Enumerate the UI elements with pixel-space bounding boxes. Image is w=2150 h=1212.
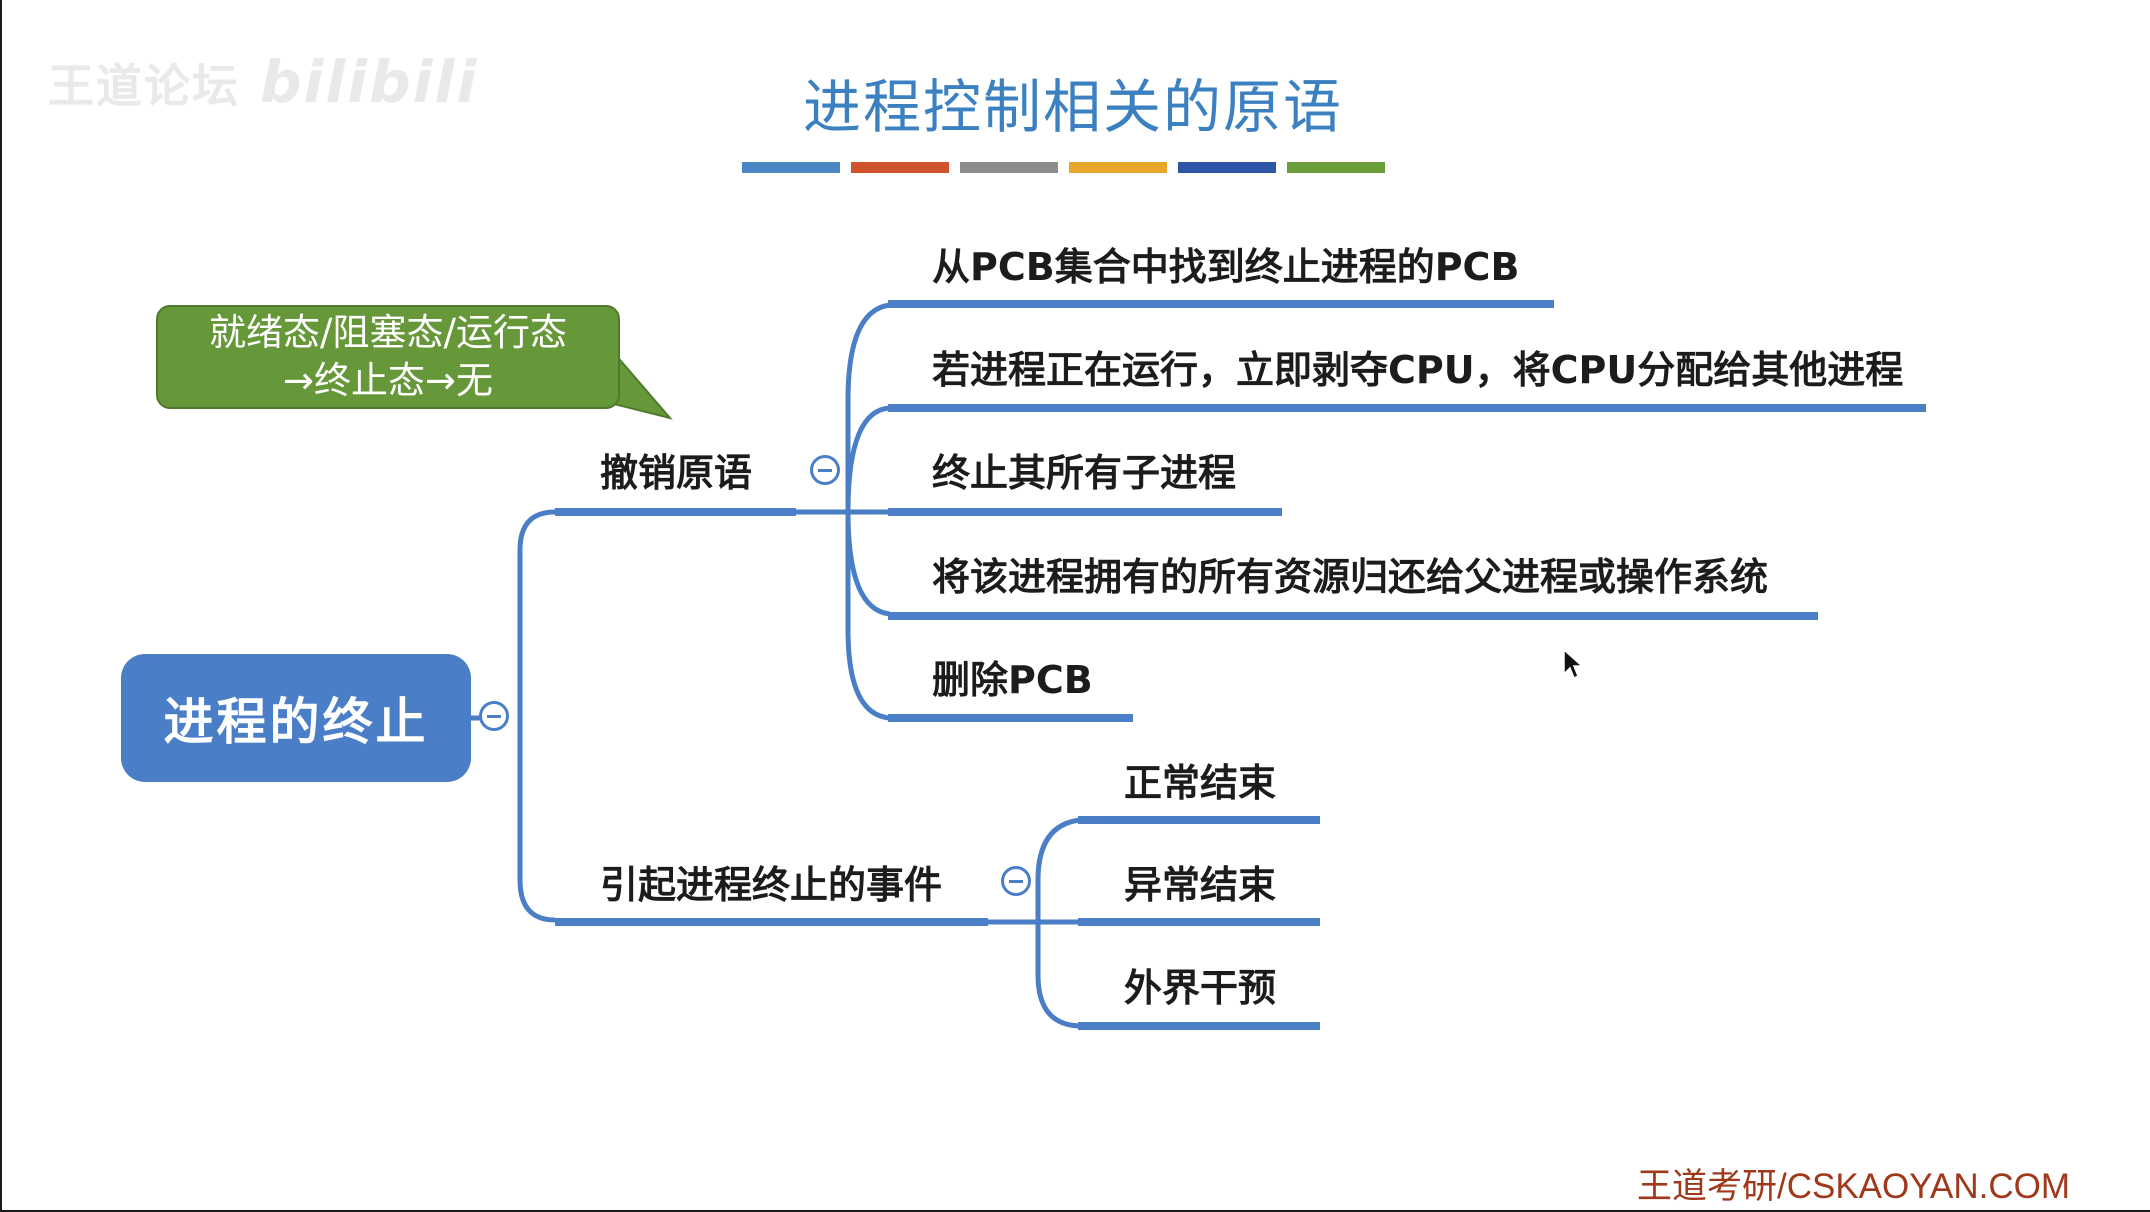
footer-credit: 王道考研/CSKAOYAN.COM bbox=[1636, 1167, 2070, 1206]
child-node[interactable]: 终止其所有子进程 bbox=[932, 451, 1237, 495]
title-stripe bbox=[1069, 162, 1167, 173]
child-node[interactable]: 外界干预 bbox=[1124, 966, 1277, 1010]
root-node-label: 进程的终止 bbox=[163, 693, 429, 751]
minus-circle-icon[interactable] bbox=[810, 455, 840, 485]
title-stripe bbox=[1287, 162, 1385, 173]
title-stripe bbox=[742, 162, 840, 173]
watermark: 王道论坛 bilibili bbox=[48, 48, 478, 116]
title-stripe bbox=[960, 162, 1058, 173]
child-node[interactable]: 正常结束 bbox=[1124, 761, 1277, 805]
watermark-text: 王道论坛 bbox=[48, 59, 240, 113]
branch-node-revoke-primitive[interactable]: 撤销原语 bbox=[600, 451, 753, 495]
bilibili-logo: bilibili bbox=[260, 48, 479, 116]
child-node[interactable]: 异常结束 bbox=[1124, 863, 1277, 907]
slide-title-text: 进程控制相关的原语 bbox=[802, 73, 1343, 141]
callout-line-1: 就绪态/阻塞态/运行态 bbox=[209, 311, 567, 354]
root-branch-spine bbox=[517, 509, 556, 923]
callout-line-2: →终止态→无 bbox=[282, 359, 493, 402]
root-node[interactable]: 进程的终止 bbox=[121, 654, 471, 782]
minus-circle-icon[interactable] bbox=[479, 701, 509, 731]
title-stripe bbox=[851, 162, 949, 173]
branch-node-termination-events[interactable]: 引起进程终止的事件 bbox=[600, 863, 943, 907]
minus-circle-icon[interactable] bbox=[1001, 866, 1031, 896]
branch1-fan bbox=[845, 302, 891, 721]
state-callout: 就绪态/阻塞态/运行态 →终止态→无 bbox=[156, 305, 620, 409]
child-node[interactable]: 从PCB集合中找到终止进程的PCB bbox=[932, 245, 1520, 289]
child-node[interactable]: 若进程正在运行，立即剥夺CPU，将CPU分配给其他进程 bbox=[932, 348, 1904, 392]
child-node[interactable]: 删除PCB bbox=[932, 658, 1093, 702]
child-node[interactable]: 将该进程拥有的所有资源归还给父进程或操作系统 bbox=[932, 555, 1769, 599]
title-stripe bbox=[1178, 162, 1276, 173]
slide-title: 进程控制相关的原语 bbox=[0, 60, 2150, 144]
mouse-pointer-icon bbox=[1563, 648, 1584, 680]
